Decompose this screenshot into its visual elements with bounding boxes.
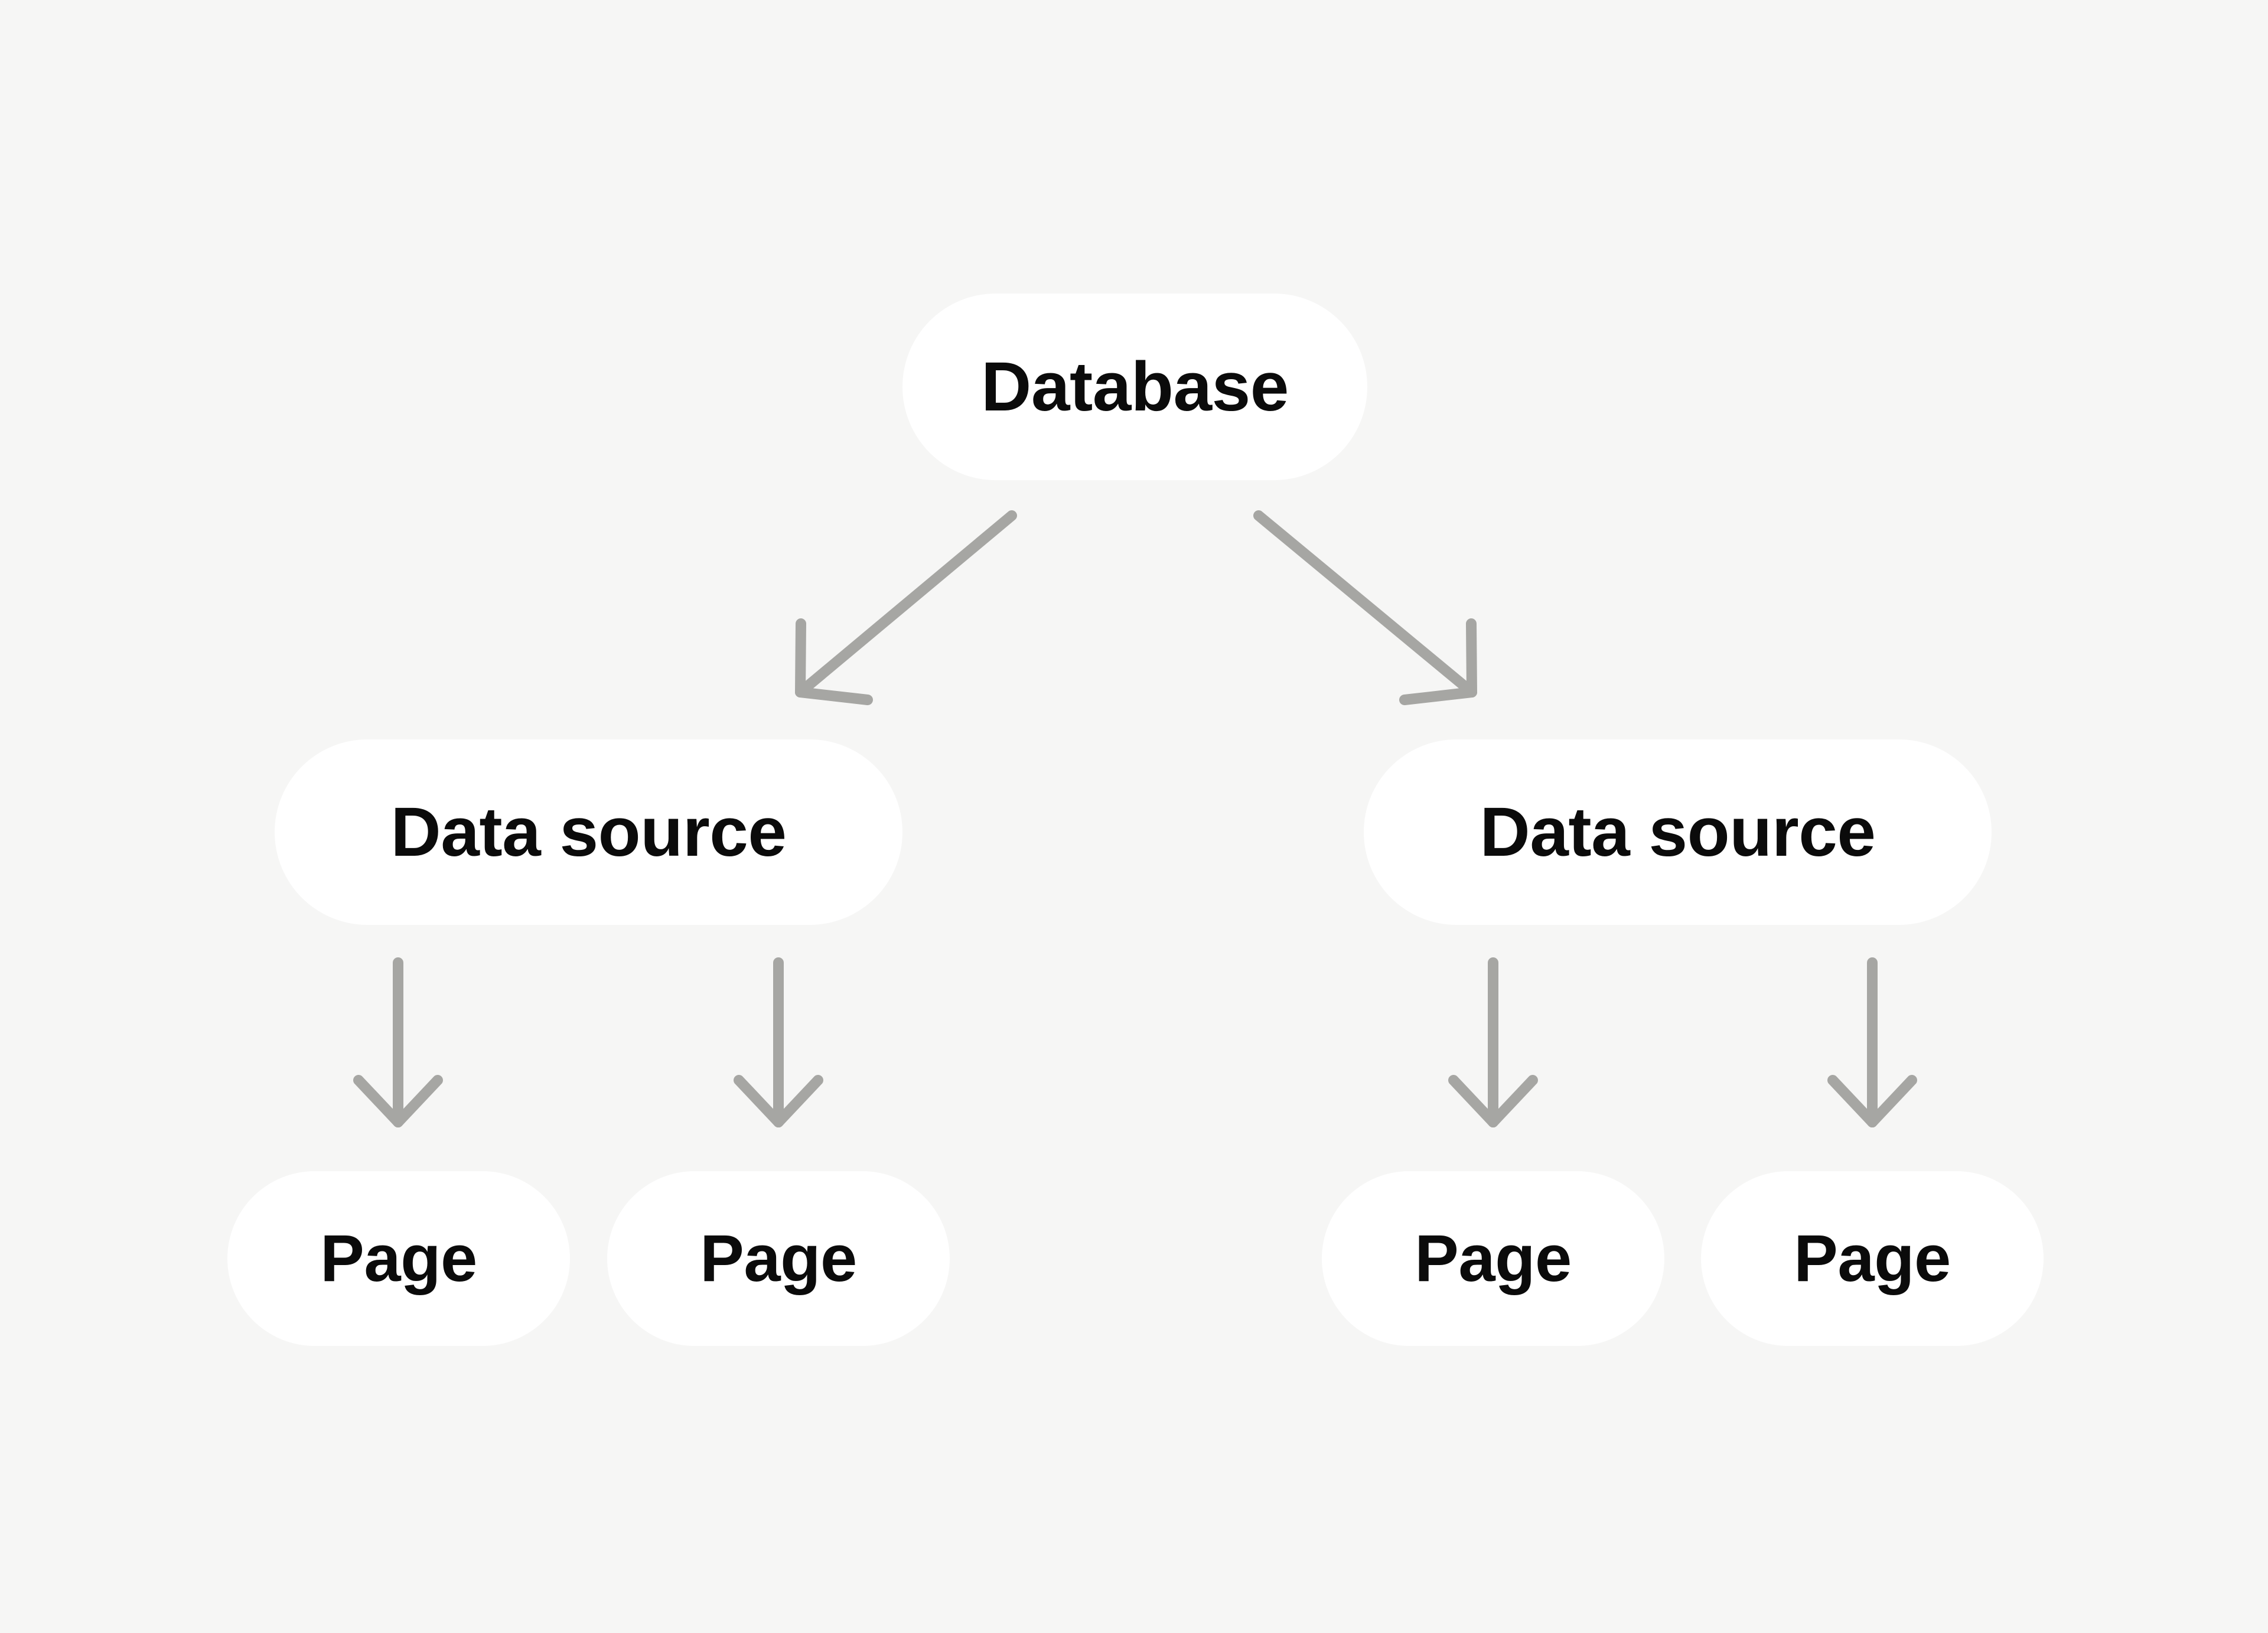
edge-datasource-left-to-page-2 (734, 957, 823, 1127)
node-page-1-label: Page (320, 1221, 477, 1295)
node-page-4-label: Page (1794, 1221, 1951, 1295)
edge-datasource-left-to-page-1 (353, 957, 443, 1127)
node-data-source-right[interactable]: Data source (1364, 739, 1992, 925)
node-page-1[interactable]: Page (227, 1171, 570, 1346)
node-database[interactable]: Database (902, 294, 1367, 480)
node-data-source-right-label: Data source (1480, 793, 1876, 871)
node-page-2-label: Page (700, 1221, 857, 1295)
node-database-label: Database (981, 348, 1289, 426)
edge-datasource-right-to-page-4 (1827, 957, 1917, 1127)
edge-database-to-datasource-right (1253, 510, 1477, 705)
node-page-4[interactable]: Page (1701, 1171, 2044, 1346)
node-page-3[interactable]: Page (1322, 1171, 1664, 1346)
edge-datasource-right-to-page-3 (1448, 957, 1538, 1127)
node-page-3-label: Page (1415, 1221, 1572, 1295)
edge-database-to-datasource-left (795, 510, 1017, 705)
node-data-source-left[interactable]: Data source (275, 739, 902, 925)
node-data-source-left-label: Data source (390, 793, 787, 871)
node-page-2[interactable]: Page (607, 1171, 950, 1346)
